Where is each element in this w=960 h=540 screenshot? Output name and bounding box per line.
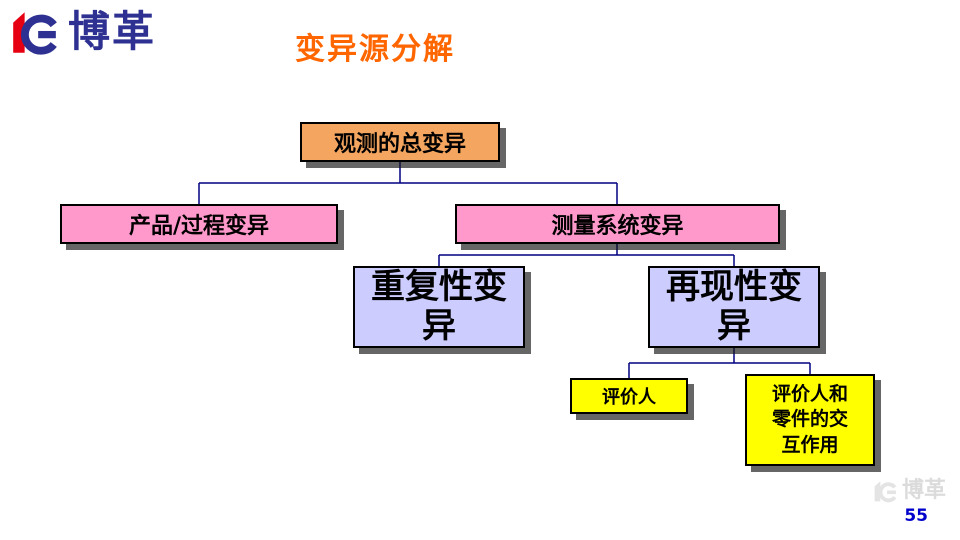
watermark-logo-icon	[874, 481, 897, 503]
node-total-observed-variation: 观测的总变异	[300, 122, 500, 162]
node-label: 再现性变异	[666, 266, 802, 346]
node-label: 评价人和零件的交互作用	[771, 382, 848, 456]
node-label: 评价人	[602, 387, 656, 408]
logo-text: 博革	[68, 7, 157, 56]
node-label: 测量系统变异	[551, 214, 684, 239]
watermark-text: 博革	[901, 478, 946, 503]
node-appraiser-part-interaction: 评价人和零件的交互作用	[745, 374, 875, 466]
node-product-process-variation: 产品/过程变异	[60, 204, 338, 244]
node-label: 重复性变异	[371, 266, 507, 346]
page-number: 55	[904, 506, 928, 526]
node-measurement-system-variation: 测量系统变异	[455, 204, 780, 244]
node-repeatability-variation: 重复性变异	[353, 266, 525, 348]
page-title: 变异源分解	[295, 32, 455, 67]
logo: 博革	[8, 6, 156, 58]
node-appraiser: 评价人	[570, 378, 688, 414]
watermark: 博革	[872, 478, 946, 504]
node-label: 产品/过程变异	[128, 214, 270, 239]
node-label: 观测的总变异	[333, 132, 466, 157]
node-reproducibility-variation: 再现性变异	[648, 266, 820, 348]
logo-icon	[13, 12, 57, 55]
